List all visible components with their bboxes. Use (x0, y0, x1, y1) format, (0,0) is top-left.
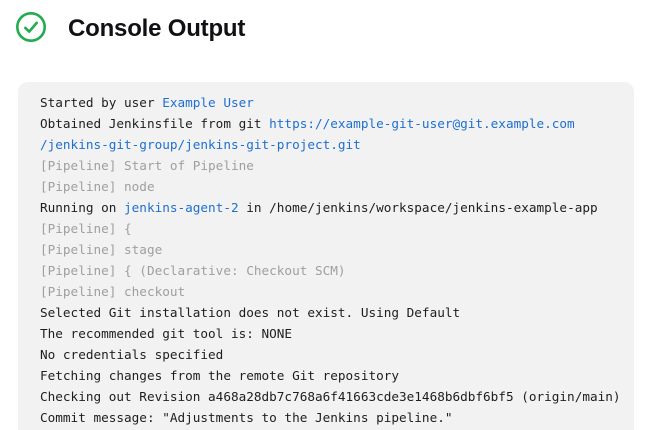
console-line: [Pipeline] stage (40, 239, 624, 260)
console-link[interactable]: /jenkins-git-group/jenkins-git-project.g… (40, 137, 361, 152)
console-text: Checking out Revision a468a28db7c768a6f4… (40, 389, 621, 404)
console-text: [Pipeline] { (40, 221, 132, 236)
console-line: No credentials specified (40, 344, 624, 365)
console-text: Fetching changes from the remote Git rep… (40, 368, 400, 383)
console-line: Commit message: "Adjustments to the Jenk… (40, 407, 624, 428)
console-line: Selected Git installation does not exist… (40, 302, 624, 323)
console-text: No credentials specified (40, 347, 224, 362)
console-line: Running on jenkins-agent-2 in /home/jenk… (40, 197, 624, 218)
console-line: Started by user Example User (40, 92, 624, 113)
page-header: Console Output (15, 11, 245, 43)
console-text: The recommended git tool is: NONE (40, 326, 293, 341)
console-link[interactable]: Example User (162, 95, 254, 110)
console-text: [Pipeline] { (Declarative: Checkout SCM) (40, 263, 346, 278)
console-line: The recommended git tool is: NONE (40, 323, 624, 344)
console-link[interactable]: jenkins-agent-2 (124, 200, 239, 215)
console-line: [Pipeline] { (40, 218, 624, 239)
console-line: Fetching changes from the remote Git rep… (40, 365, 624, 386)
console-text: [Pipeline] checkout (40, 284, 186, 299)
console-text: in /home/jenkins/workspace/jenkins-examp… (238, 200, 598, 215)
console-line: [Pipeline] node (40, 176, 624, 197)
console-line: [Pipeline] { (Declarative: Checkout SCM) (40, 260, 624, 281)
console-text: [Pipeline] stage (40, 242, 163, 257)
console-text: Started by user (40, 95, 163, 110)
console-text: [Pipeline] Start of Pipeline (40, 158, 254, 173)
console-line: Obtained Jenkinsfile from git https://ex… (40, 113, 624, 134)
page-title: Console Output (68, 15, 246, 42)
console-text: [Pipeline] node (40, 179, 155, 194)
console-text: Obtained Jenkinsfile from git (40, 116, 270, 131)
console-text: Selected Git installation does not exist… (40, 305, 461, 320)
console-text: Commit message: "Adjustments to the Jenk… (40, 410, 453, 425)
console-line: Checking out Revision a468a28db7c768a6f4… (40, 386, 624, 407)
success-check-icon (15, 11, 47, 43)
console-text: Running on (40, 200, 125, 215)
console-line: [Pipeline] Start of Pipeline (40, 155, 624, 176)
console-link[interactable]: https://example-git-user@git.example.com (269, 116, 575, 131)
console-line: [Pipeline] checkout (40, 281, 624, 302)
console-line: /jenkins-git-group/jenkins-git-project.g… (40, 134, 624, 155)
